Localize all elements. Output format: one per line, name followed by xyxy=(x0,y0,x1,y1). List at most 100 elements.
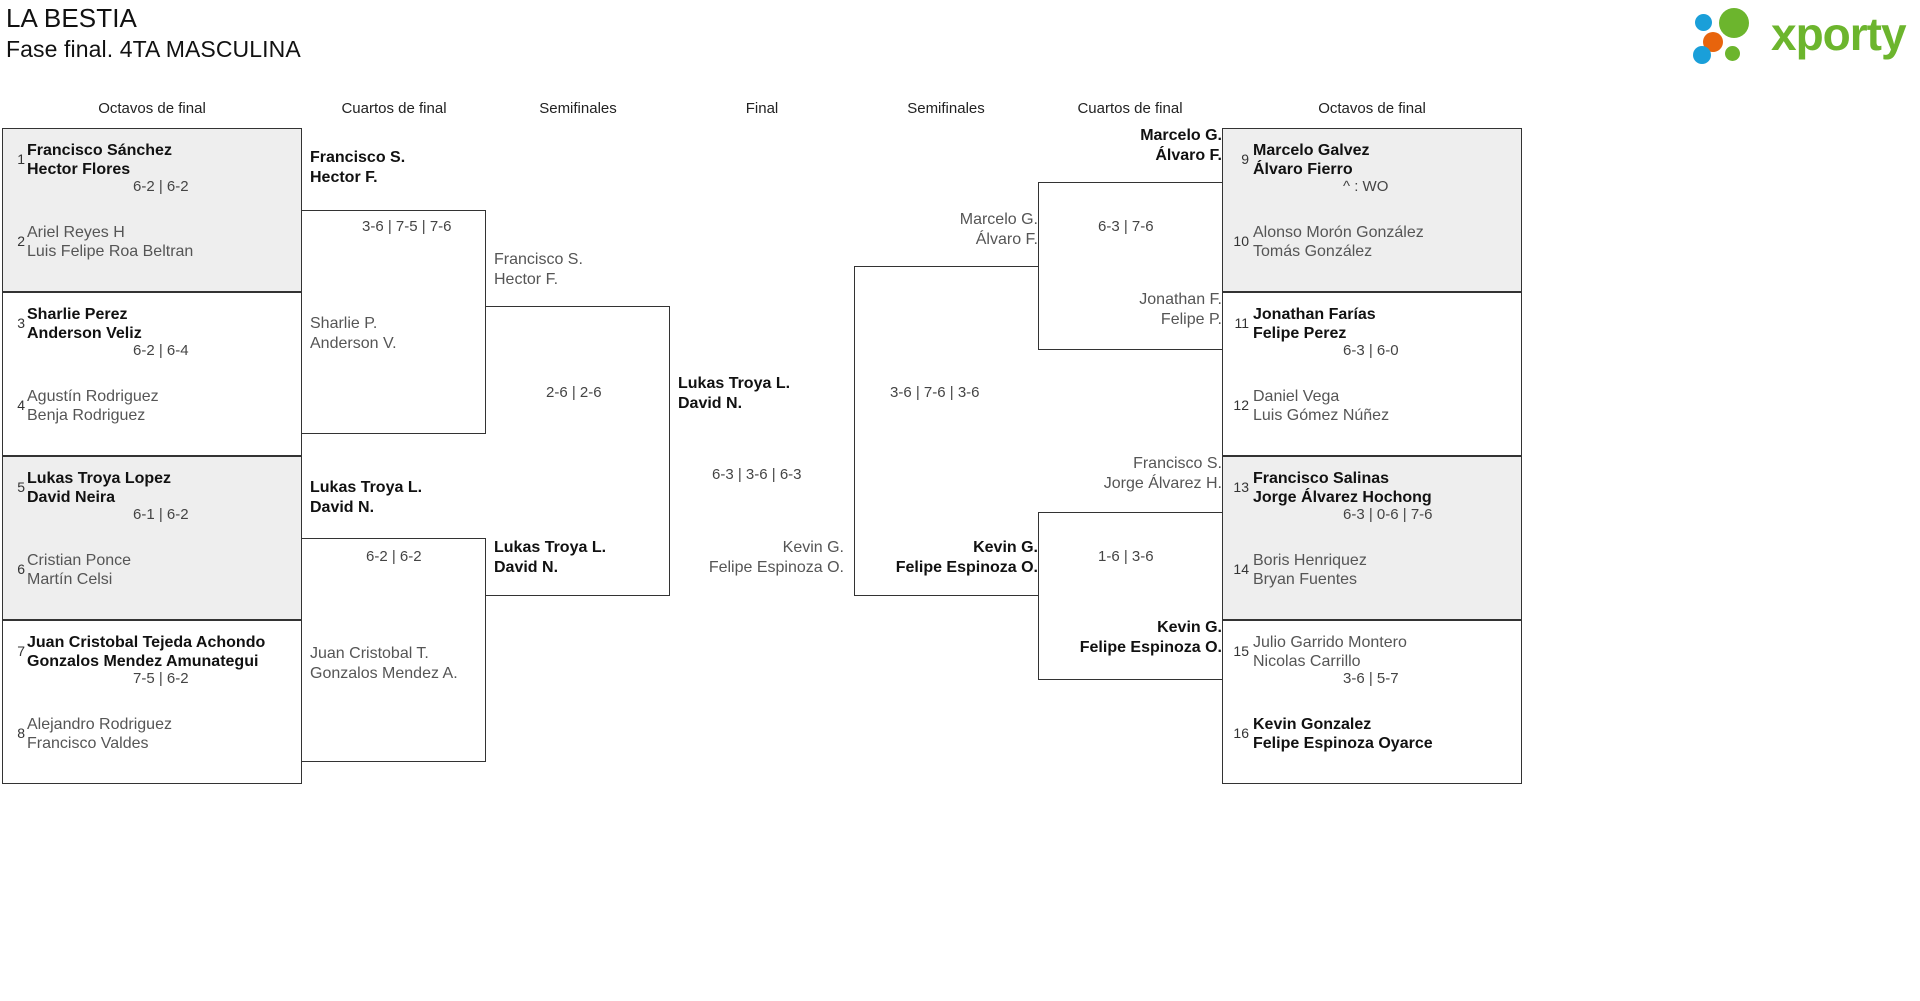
connector-qf-left-2 xyxy=(302,538,486,762)
round-header-cuartos-right: Cuartos de final xyxy=(1077,100,1183,117)
player-name: Jonathan Farías xyxy=(1253,306,1376,323)
player-name: Alejandro Rodriguez xyxy=(27,716,172,733)
seed-number: 2 xyxy=(17,233,25,249)
match-box-right-octavos-4[interactable]: 15 Julio Garrido Montero Nicolas Carrill… xyxy=(1222,620,1522,784)
seed-number: 11 xyxy=(1234,315,1249,331)
seed-number: 9 xyxy=(1241,151,1249,167)
connector-qf-left-1 xyxy=(302,210,486,434)
final-winner-name: Lukas Troya L. xyxy=(678,375,791,392)
match-box-left-octavos-2[interactable]: 3 Sharlie Perez Anderson Veliz 6-2 | 6-4… xyxy=(2,292,302,456)
seed-number: 7 xyxy=(17,643,25,659)
connector-qf-right-2 xyxy=(1038,512,1222,680)
qf-left-2-loser-name: Gonzalos Mendez A. xyxy=(310,665,458,682)
match-score: 1-6 | 3-6 xyxy=(1098,548,1154,565)
seed-number: 14 xyxy=(1233,561,1249,577)
seed-number: 12 xyxy=(1233,397,1249,413)
logo-dots-icon xyxy=(1693,6,1771,64)
player-name: Felipe Espinoza Oyarce xyxy=(1253,735,1433,752)
sf-right-winner-name: Felipe Espinoza O. xyxy=(895,559,1038,576)
round-header-semifinal-right: Semifinales xyxy=(907,100,985,117)
seed-number: 6 xyxy=(17,561,25,577)
qf-left-2-winner-name: Lukas Troya L. xyxy=(310,479,423,496)
seed-number: 10 xyxy=(1233,233,1249,249)
final-loser-name: Felipe Espinoza O. xyxy=(708,559,844,576)
qf-right-1-loser-name: Felipe P. xyxy=(1160,311,1222,328)
match-box-left-octavos-3[interactable]: 5 Lukas Troya Lopez David Neira 6-1 | 6-… xyxy=(2,456,302,620)
qf-left-1-winner-name: Hector F. xyxy=(310,169,378,186)
qf-left-2-winner-name: David N. xyxy=(310,499,375,516)
round-header-cuartos-left: Cuartos de final xyxy=(341,100,447,117)
player-name: Gonzalos Mendez Amunategui xyxy=(27,653,259,670)
title-block: LA BESTIA Fase final. 4TA MASCULINA xyxy=(6,2,301,64)
match-score: 3-6 | 7-5 | 7-6 xyxy=(362,218,452,235)
seed-number: 4 xyxy=(17,397,25,413)
qf-right-1-loser-name: Jonathan F. xyxy=(1139,291,1222,308)
sf-left-loser-name: Francisco S. xyxy=(494,251,583,268)
seed-number: 1 xyxy=(17,151,25,167)
player-name: Kevin Gonzalez xyxy=(1253,716,1372,733)
player-name: Francisco Sánchez xyxy=(27,142,172,159)
match-score: 6-3 | 7-6 xyxy=(1098,218,1154,235)
page-title: LA BESTIA xyxy=(6,3,137,33)
player-name: Hector Flores xyxy=(27,161,131,178)
player-name: Lukas Troya Lopez xyxy=(27,470,172,487)
player-name: Luis Gómez Núñez xyxy=(1253,407,1390,424)
match-score: 6-2 | 6-2 xyxy=(133,178,189,195)
match-score: ^ : WO xyxy=(1343,178,1389,195)
round-header-semifinal-left: Semifinales xyxy=(539,100,617,117)
connector-sf-right xyxy=(854,266,1038,596)
page-subtitle: Fase final. 4TA MASCULINA xyxy=(6,36,301,62)
match-score: 6-1 | 6-2 xyxy=(133,506,189,523)
logo-wordmark: xporty xyxy=(1771,8,1907,60)
player-name: Álvaro Fierro xyxy=(1253,161,1353,178)
final-loser-name: Kevin G. xyxy=(782,539,844,556)
match-score: 7-5 | 6-2 xyxy=(133,670,189,687)
player-name: Martín Celsi xyxy=(27,571,113,588)
match-score: 2-6 | 2-6 xyxy=(546,384,602,401)
match-score: 6-3 | 6-0 xyxy=(1343,342,1399,359)
player-name: Anderson Veliz xyxy=(27,325,142,342)
player-name: Agustín Rodriguez xyxy=(27,388,159,405)
player-name: Julio Garrido Montero xyxy=(1253,634,1407,651)
seed-number: 8 xyxy=(17,725,25,741)
qf-left-1-winner-name: Francisco S. xyxy=(310,149,406,166)
sf-left-loser-name: Hector F. xyxy=(494,271,559,288)
sf-left-winner-name: David N. xyxy=(494,559,559,576)
match-score: 3-6 | 5-7 xyxy=(1343,670,1399,687)
round-header-octavos-left: Octavos de final xyxy=(98,100,206,117)
sf-right-loser-name: Álvaro F. xyxy=(975,231,1038,248)
match-box-left-octavos-1[interactable]: 1 Francisco Sánchez Hector Flores 6-2 | … xyxy=(2,128,302,292)
qf-right-2-loser-name: Francisco S. xyxy=(1133,455,1222,472)
match-box-right-octavos-1[interactable]: 9 Marcelo Galvez Álvaro Fierro ^ : WO 10… xyxy=(1222,128,1522,292)
match-box-right-octavos-2[interactable]: 11 Jonathan Farías Felipe Perez 6-3 | 6-… xyxy=(1222,292,1522,456)
xporty-logo: xporty xyxy=(1693,4,1910,66)
match-box-left-octavos-4[interactable]: 7 Juan Cristobal Tejeda Achondo Gonzalos… xyxy=(2,620,302,784)
player-name: Sharlie Perez xyxy=(27,306,128,323)
seed-number: 15 xyxy=(1233,643,1249,659)
player-name: Alonso Morón González xyxy=(1253,224,1424,241)
sf-right-loser-name: Marcelo G. xyxy=(959,211,1038,228)
player-name: Ariel Reyes H xyxy=(27,224,125,241)
match-score: 6-2 | 6-4 xyxy=(133,342,189,359)
seed-number: 16 xyxy=(1233,725,1249,741)
seed-number: 3 xyxy=(17,315,25,331)
qf-left-2-loser-name: Juan Cristobal T. xyxy=(310,645,429,662)
player-name: Jorge Álvarez Hochong xyxy=(1253,489,1432,506)
seed-number: 13 xyxy=(1233,479,1249,495)
player-name: Boris Henriquez xyxy=(1253,552,1367,569)
sf-right-winner-name: Kevin G. xyxy=(973,539,1038,556)
player-name: Felipe Perez xyxy=(1253,325,1347,342)
player-name: David Neira xyxy=(27,489,116,506)
qf-right-1-winner-name: Marcelo G. xyxy=(1140,127,1222,144)
match-score: 6-3 | 0-6 | 7-6 xyxy=(1343,506,1433,523)
player-name: Luis Felipe Roa Beltran xyxy=(27,243,194,260)
player-name: Francisco Salinas xyxy=(1253,470,1390,487)
qf-right-2-winner-name: Felipe Espinoza O. xyxy=(1079,639,1222,656)
qf-right-2-loser-name: Jorge Álvarez H. xyxy=(1103,475,1222,492)
player-name: Marcelo Galvez xyxy=(1253,142,1370,159)
qf-right-1-winner-name: Álvaro F. xyxy=(1155,147,1222,164)
player-name: Juan Cristobal Tejeda Achondo xyxy=(27,634,266,651)
match-box-right-octavos-3[interactable]: 13 Francisco Salinas Jorge Álvarez Hocho… xyxy=(1222,456,1522,620)
qf-left-1-loser-name: Anderson V. xyxy=(310,335,397,352)
connector-qf-right-1 xyxy=(1038,182,1222,350)
